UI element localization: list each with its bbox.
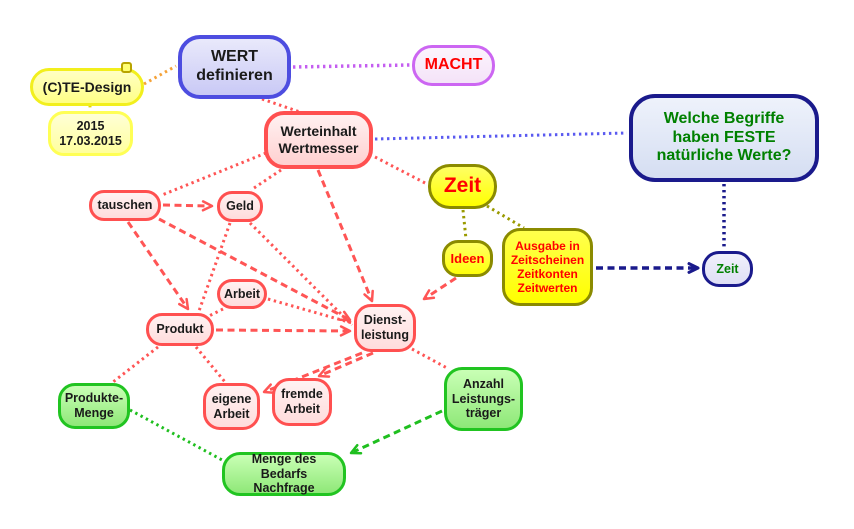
node-fremde-arbeit-label: fremde Arbeit (281, 387, 323, 416)
node-geld[interactable]: Geld (217, 191, 263, 222)
node-zeit-big[interactable]: Zeit (428, 164, 497, 209)
node-date-2015-label: 2015 17.03.2015 (59, 118, 122, 148)
edge-zeit-ausgabe (486, 204, 525, 230)
node-dienstleistung[interactable]: Dienst- leistung (354, 304, 416, 352)
node-werteinhalt[interactable]: Werteinhalt Wertmesser (264, 111, 373, 169)
node-te-design[interactable]: (C)TE-Design (30, 68, 144, 106)
edge-dienst-fremde (321, 351, 374, 377)
edge-tauschen-geld (162, 203, 210, 208)
node-wert-definieren[interactable]: WERT definieren (178, 35, 291, 99)
node-zeit-big-label: Zeit (443, 174, 482, 198)
edge-ausgabe-zeitsmall-arrowhead (687, 262, 700, 274)
edge-werteinhalt-tauschen (161, 151, 267, 197)
node-fold-handle[interactable] (121, 62, 132, 73)
edge-dienst-fremde-arrowhead (317, 367, 331, 378)
edge-anzahl-menge-arrowhead (349, 443, 363, 455)
node-date-2015[interactable]: 2015 17.03.2015 (48, 111, 133, 156)
node-geld-label: Geld (226, 199, 254, 214)
edge-werteinhalt-geld (250, 168, 282, 192)
edge-werteinhalt-dienst-arrowhead (363, 289, 374, 303)
node-eigene-arbeit[interactable]: eigene Arbeit (203, 383, 260, 430)
edge-ideen-dienst (425, 276, 457, 299)
edge-arbeit-dienst (267, 297, 353, 325)
node-ideen-label: Ideen (450, 250, 485, 266)
node-anzahl-leistungstraeger[interactable]: Anzahl Leistungs- träger (444, 367, 523, 431)
node-macht-label: MACHT (424, 56, 483, 74)
edge-wert-macht (292, 63, 411, 69)
node-arbeit-label: Arbeit (223, 286, 261, 301)
node-fremde-arbeit[interactable]: fremde Arbeit (272, 378, 332, 426)
node-ausgabe-label: Ausgabe in Zeitscheinen Zeitkonten Zeitw… (510, 238, 585, 296)
node-te-design-label: (C)TE-Design (42, 78, 132, 95)
edge-ideen-dienst-arrowhead (422, 289, 436, 301)
node-arbeit[interactable]: Arbeit (217, 279, 267, 309)
node-tauschen[interactable]: tauschen (89, 190, 161, 221)
edge-produkt-eigene (194, 346, 227, 383)
edge-produkt-dienst (215, 328, 348, 333)
node-ausgabe[interactable]: Ausgabe in Zeitscheinen Zeitkonten Zeitw… (502, 228, 593, 306)
node-zeit-small[interactable]: Zeit (702, 251, 753, 287)
edge-zeit-ideen (461, 209, 468, 240)
edge-produkt-produktemenge (112, 345, 159, 384)
edge-tauschen-produkt-arrowhead (178, 297, 190, 311)
node-welche-begriffe-label: Welche Begriffe haben FESTE natürliche W… (656, 109, 792, 165)
node-tauschen-label: tauschen (97, 198, 153, 213)
node-produkte-menge-label: Produkte- Menge (64, 391, 124, 420)
edge-geld-dienst (248, 221, 354, 327)
edge-arbeit-produkt (206, 307, 224, 319)
node-produkte-menge[interactable]: Produkte- Menge (58, 383, 130, 429)
edge-anzahl-menge (353, 409, 443, 454)
node-eigene-arbeit-label: eigene Arbeit (211, 391, 252, 421)
edge-dienst-anzahl (411, 347, 448, 370)
node-produkt-label: Produkt (156, 322, 204, 337)
node-dienstleistung-label: Dienst- leistung (361, 313, 409, 342)
node-zeit-small-label: Zeit (716, 261, 739, 276)
edge-werteinhalt-welche (374, 131, 628, 141)
node-welche-begriffe[interactable]: Welche Begriffe haben FESTE natürliche W… (629, 94, 819, 182)
node-macht[interactable]: MACHT (412, 45, 495, 86)
node-wert-definieren-label: WERT definieren (196, 48, 273, 84)
edge-dienst-eigene-arrowhead (262, 383, 276, 395)
node-menge-des-bedarfs-label: Menge des Bedarfs Nachfrage (251, 451, 317, 496)
edge-produkt-dienst-arrowhead (339, 325, 352, 337)
edge-werteinhalt-zeit (374, 155, 428, 186)
edge-tauschen-produkt (126, 221, 188, 308)
node-anzahl-leistungstraeger-label: Anzahl Leistungs- träger (451, 376, 516, 421)
node-produkt[interactable]: Produkt (146, 313, 214, 346)
node-werteinhalt-label: Werteinhalt Wertmesser (278, 123, 359, 156)
edge-wert-werteinhalt (261, 97, 301, 114)
node-menge-des-bedarfs[interactable]: Menge des Bedarfs Nachfrage (222, 452, 346, 496)
edge-tauschen-dienst (158, 217, 349, 320)
edge-tedesign-wert (143, 64, 177, 86)
edge-tauschen-geld-arrowhead (201, 200, 214, 212)
node-ideen[interactable]: Ideen (442, 240, 493, 277)
edge-werteinhalt-dienst (316, 169, 373, 299)
